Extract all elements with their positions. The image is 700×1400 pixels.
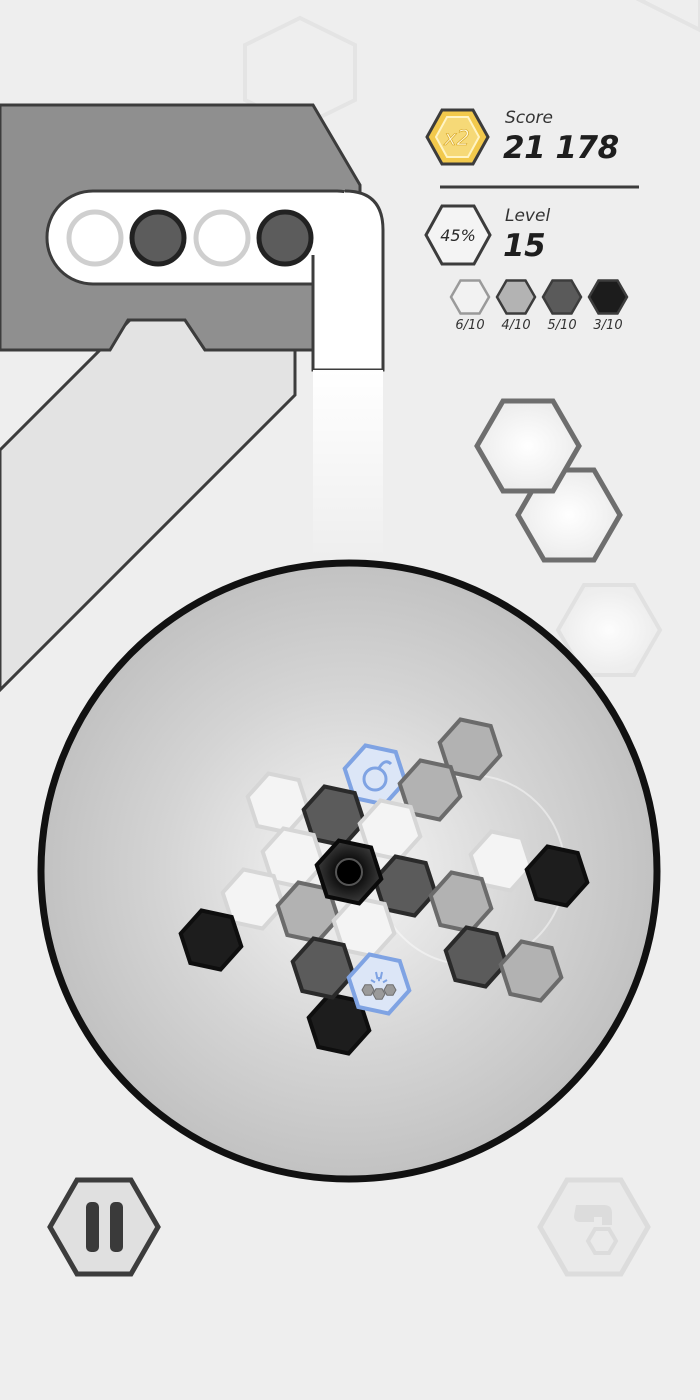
hammer-button[interactable] [537,1177,651,1277]
hammer-icon [574,1205,619,1255]
drop-chute [311,189,385,372]
color-goals [449,279,629,315]
background-decor [243,0,700,130]
next-pieces [474,398,663,677]
goal-hex [495,279,537,315]
goal-count-black: 3/10 [593,318,623,333]
pause-icon [86,1202,123,1252]
multiplier-badge: x2 [425,108,490,166]
shatter-icon [361,971,397,1000]
launch-beam [313,370,383,560]
board-tile [290,936,356,1000]
launcher [0,103,385,693]
board-tiles [178,717,590,1056]
board-tile [443,925,509,989]
progress-label: 45% [440,226,476,245]
dark-ball [256,209,314,267]
board-tile [468,829,534,893]
goal-hex [449,279,491,315]
goal-count-gray: 4/10 [501,318,531,333]
goal-count-dark: 5/10 [547,318,577,333]
score-value: 21 178 [503,130,619,166]
black-hole-tile [314,838,384,906]
goal-hex [587,279,629,315]
level-progress-badge: 45% [424,204,492,266]
board-tile [178,908,244,972]
goal-hex [541,279,583,315]
bomb-icon [362,760,393,792]
level-value: 15 [503,228,546,264]
board-tile [220,867,286,931]
pause-button[interactable] [47,1177,161,1277]
multiplier-label: x2 [443,126,470,150]
dark-ball [129,209,187,267]
ball-queue [66,209,314,267]
score-label: Score [505,108,553,128]
goal-count-white: 6/10 [455,318,485,333]
white-ball [66,209,124,267]
board-tile [524,844,590,908]
board-tile [498,939,564,1003]
board-tile [397,758,463,822]
board-tile [346,952,412,1016]
board-tile [437,717,503,781]
next-piece [474,398,582,494]
level-label: Level [505,206,551,226]
white-ball [193,209,251,267]
